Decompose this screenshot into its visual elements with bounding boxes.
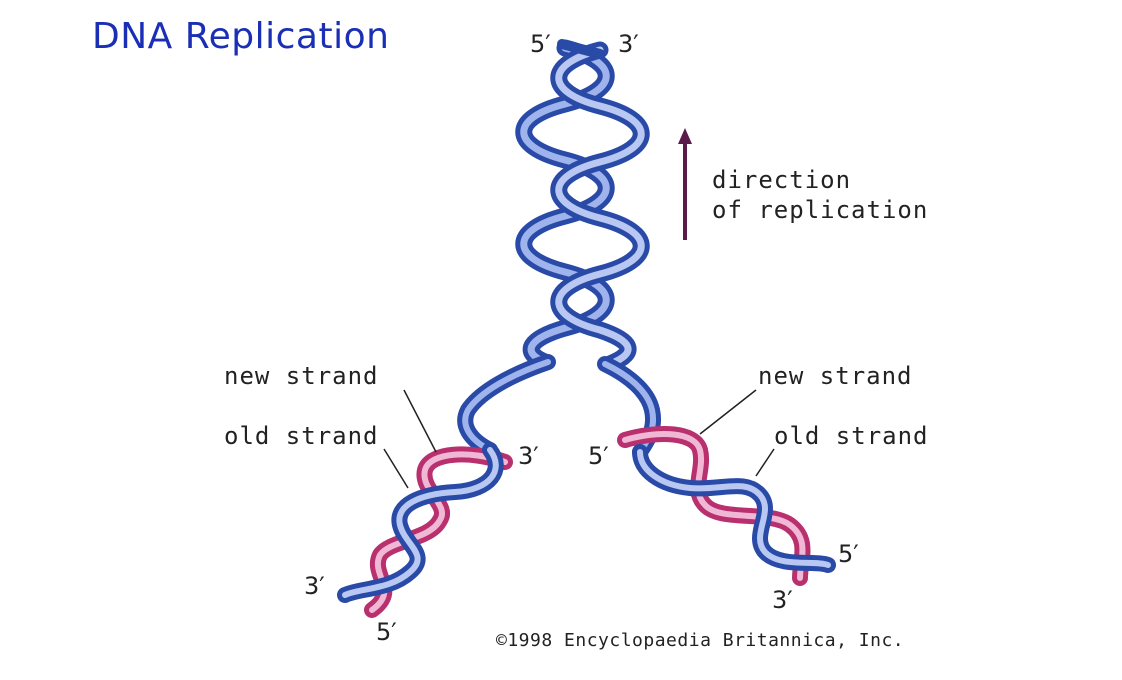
left-5-prime-bottom-label: 5′ xyxy=(376,618,397,646)
top-3-prime-label: 3′ xyxy=(618,30,639,58)
left-daughter-helix xyxy=(337,442,513,618)
right-old-strand-label: old strand xyxy=(774,422,929,450)
left-old-strand-label: old strand xyxy=(224,422,379,450)
direction-label-line2: of replication xyxy=(712,196,929,224)
parent-helix xyxy=(515,39,650,373)
direction-label-line1: direction xyxy=(712,166,852,194)
left-3-prime-inner-label: 3′ xyxy=(518,442,539,470)
copyright-notice: ©1998 Encyclopaedia Britannica, Inc. xyxy=(496,630,905,651)
page-title: DNA Replication xyxy=(92,16,390,57)
left-new-strand-label: new strand xyxy=(224,362,379,390)
right-5-prime-bottom-label: 5′ xyxy=(838,540,859,568)
left-3-prime-bottom-label: 3′ xyxy=(304,572,325,600)
leader-lines xyxy=(383,389,775,489)
right-3-prime-bottom-label: 3′ xyxy=(772,586,793,614)
right-daughter-helix xyxy=(617,426,836,586)
right-5-prime-inner-label: 5′ xyxy=(588,442,609,470)
top-5-prime-label: 5′ xyxy=(530,30,551,58)
direction-arrow xyxy=(678,128,692,240)
right-new-strand-label: new strand xyxy=(758,362,913,390)
